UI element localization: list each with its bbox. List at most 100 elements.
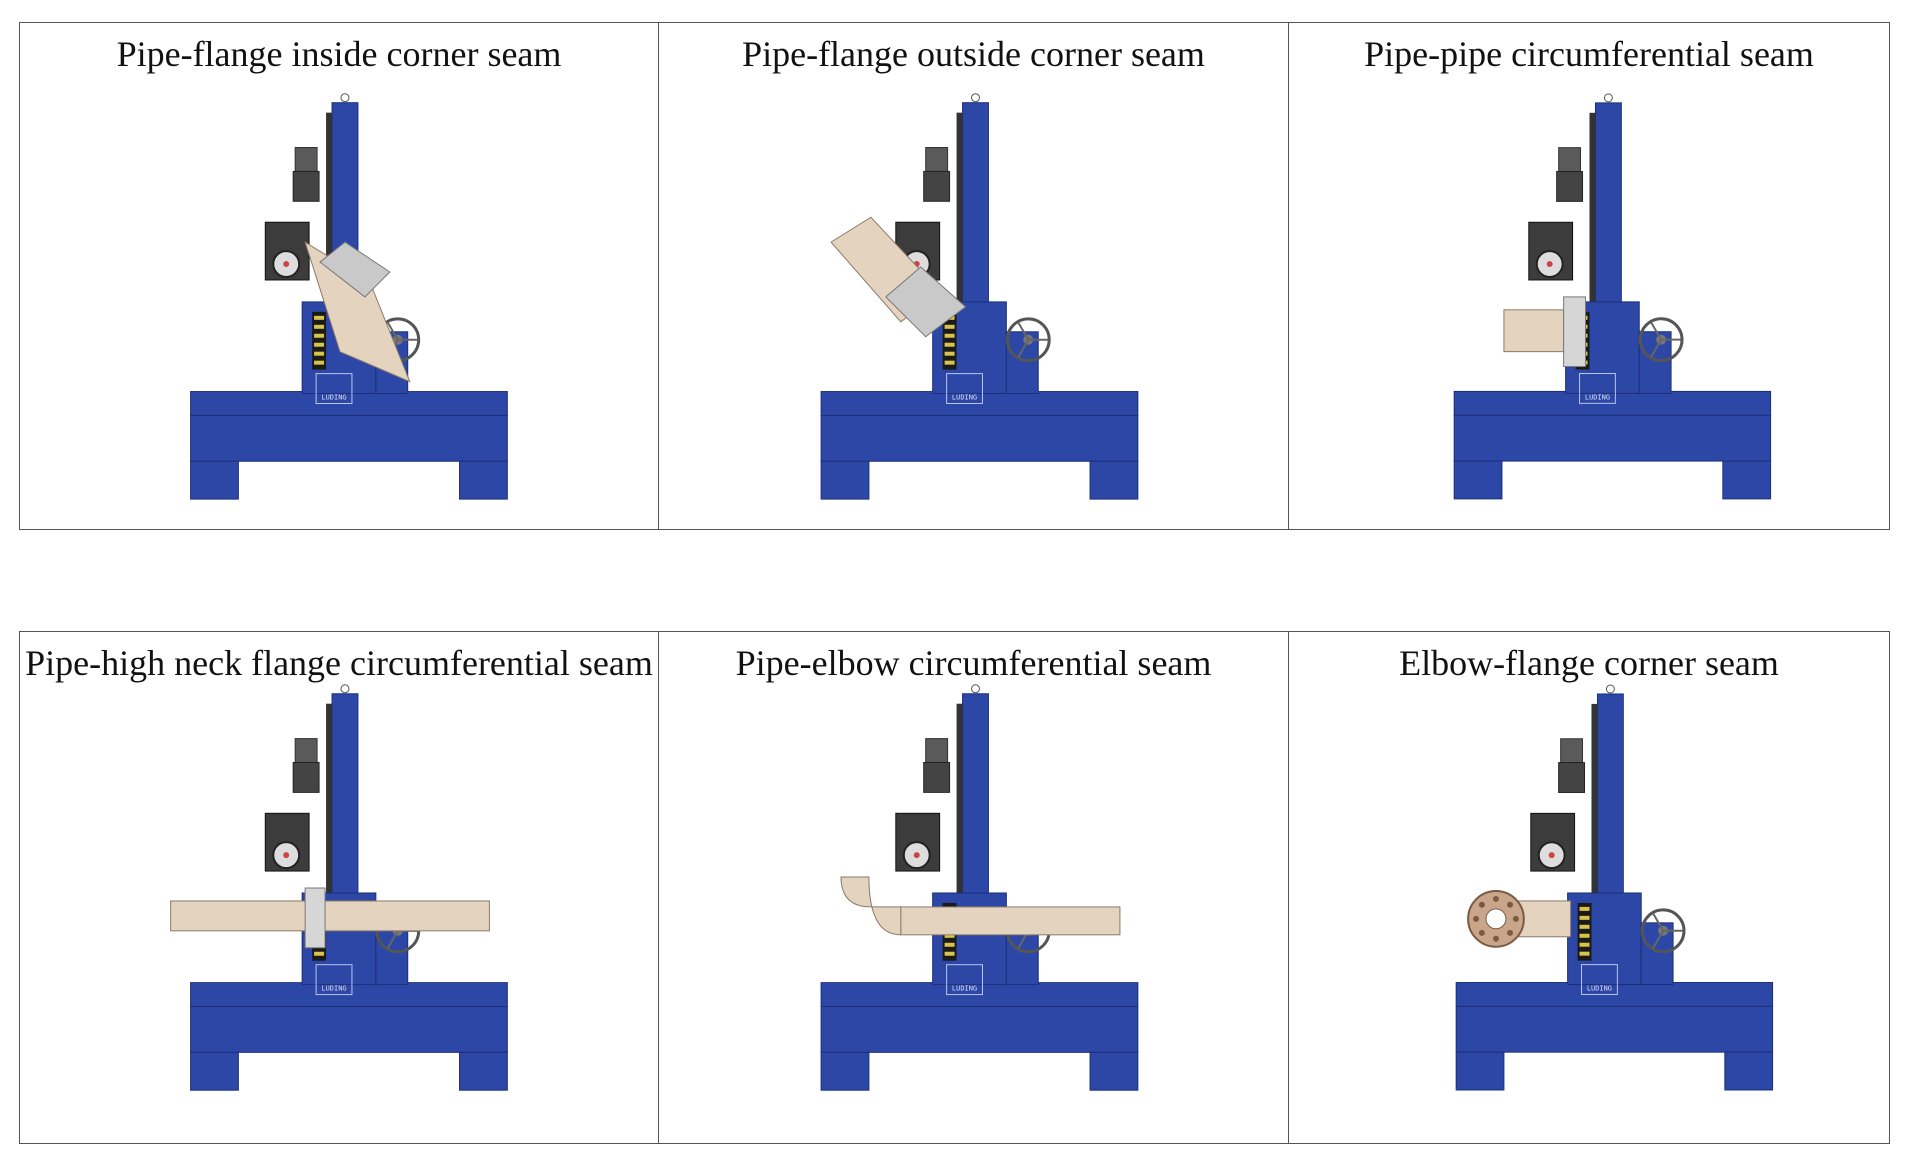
base-beam bbox=[190, 414, 508, 462]
panel-caption: Pipe-flange inside corner seam bbox=[116, 34, 562, 74]
flange-plate bbox=[319, 241, 391, 298]
base-beam bbox=[820, 414, 1139, 462]
base-right-foot bbox=[1724, 1051, 1774, 1091]
base-left-foot bbox=[820, 1051, 870, 1091]
base-beam bbox=[820, 1006, 1139, 1053]
flange-bolt-hole bbox=[1478, 901, 1485, 908]
logo-text: LUDING bbox=[952, 985, 977, 993]
control-indicator bbox=[314, 351, 325, 356]
flange-bolt-hole bbox=[1492, 895, 1499, 902]
panel-4: Pipe-high neck flange circumferential se… bbox=[20, 632, 658, 1143]
flange-bolt-hole bbox=[1478, 929, 1485, 936]
lifting-eye bbox=[340, 93, 350, 103]
logo-badge bbox=[1581, 964, 1618, 995]
positioner-illustration: LUDING bbox=[820, 684, 1139, 1091]
handwheel-icon bbox=[1005, 317, 1051, 363]
control-indicator bbox=[944, 342, 955, 347]
base-right-foot bbox=[459, 1051, 508, 1091]
base-left-foot bbox=[1453, 460, 1503, 500]
gearbox-side bbox=[1638, 331, 1672, 394]
logo-badge bbox=[1579, 373, 1616, 404]
motor-icon bbox=[294, 738, 318, 763]
control-indicator bbox=[944, 951, 955, 956]
flange-bolt-hole bbox=[1492, 935, 1499, 942]
handwheel-spoke bbox=[1650, 339, 1663, 358]
base-left-foot bbox=[820, 460, 870, 500]
motor-body bbox=[1556, 171, 1584, 202]
panel-caption: Pipe-elbow circumferential seam bbox=[735, 643, 1212, 683]
control-indicator bbox=[1579, 933, 1590, 938]
lifting-eye bbox=[971, 684, 980, 694]
control-indicator bbox=[314, 315, 325, 320]
control-indicator bbox=[944, 942, 955, 947]
handwheel-spoke bbox=[1017, 322, 1030, 341]
control-indicator bbox=[314, 333, 325, 338]
motor-icon bbox=[1560, 738, 1584, 764]
straight-pipe bbox=[900, 906, 1121, 936]
control-indicator bbox=[314, 360, 325, 365]
positioner-illustration: LUDING bbox=[1453, 93, 1772, 500]
logo-badge bbox=[946, 373, 983, 404]
chuck-center bbox=[283, 261, 290, 268]
long-pipe bbox=[170, 900, 490, 932]
control-indicator bbox=[944, 351, 955, 356]
chuck-center bbox=[283, 852, 290, 859]
flange-bolt-hole bbox=[1507, 929, 1514, 936]
column-rail bbox=[1589, 112, 1596, 382]
panel-2: Pipe-flange outside corner seam LUDING bbox=[658, 23, 1288, 529]
handwheel-spoke bbox=[1650, 321, 1663, 341]
motor-icon bbox=[925, 147, 949, 172]
control-indicator bbox=[944, 933, 955, 938]
handwheel-icon bbox=[1638, 317, 1684, 363]
control-indicator bbox=[944, 360, 955, 365]
chuck-center bbox=[1548, 852, 1555, 859]
flange-bore bbox=[1485, 908, 1507, 930]
panel-6: Elbow-flange corner seam LUDING bbox=[1288, 632, 1889, 1143]
motor-body bbox=[292, 170, 320, 202]
column-rail bbox=[956, 112, 963, 382]
panel-caption: Pipe-high neck flange circumferential se… bbox=[25, 643, 653, 683]
motor-body bbox=[1558, 762, 1586, 793]
gearbox-side bbox=[1005, 331, 1039, 395]
panel-3: Pipe-pipe circumferential seam LUDING bbox=[1288, 23, 1889, 529]
lifting-eye bbox=[1605, 684, 1615, 694]
base-left-foot bbox=[1455, 1051, 1505, 1091]
base-right-foot bbox=[1089, 1051, 1139, 1091]
motor-body bbox=[923, 170, 951, 202]
motor-icon bbox=[925, 738, 949, 763]
logo-badge bbox=[315, 964, 353, 996]
handwheel-spoke bbox=[1652, 913, 1664, 932]
control-indicator bbox=[1579, 951, 1590, 956]
panel-5: Pipe-elbow circumferential seam LUDING bbox=[658, 632, 1288, 1143]
logo-text: LUDING bbox=[1585, 393, 1610, 401]
positioner-illustration: LUDING bbox=[170, 684, 508, 1091]
motor-body bbox=[292, 761, 320, 793]
base-left-foot bbox=[190, 1051, 239, 1091]
control-indicator bbox=[314, 951, 325, 956]
base-beam bbox=[1453, 414, 1772, 462]
motor-icon bbox=[294, 147, 318, 172]
logo-badge bbox=[946, 964, 983, 996]
base-beam bbox=[190, 1006, 508, 1053]
logo-badge bbox=[315, 373, 353, 404]
flange-bolt-hole bbox=[1473, 915, 1480, 922]
pipe-clamp bbox=[1563, 296, 1587, 368]
base-right-foot bbox=[1089, 460, 1139, 500]
chuck-center bbox=[913, 852, 920, 859]
positioner-illustration: LUDING bbox=[190, 93, 508, 500]
control-indicator bbox=[1579, 906, 1590, 911]
logo-text: LUDING bbox=[1587, 984, 1612, 992]
positioner-illustration: LUDING bbox=[1455, 684, 1774, 1091]
elbow-pipe bbox=[840, 876, 902, 936]
flange-plate bbox=[885, 266, 967, 338]
bottom-row-grid: Pipe-high neck flange circumferential se… bbox=[19, 631, 1890, 1144]
handwheel-spoke bbox=[1017, 339, 1030, 358]
top-row-grid: Pipe-flange inside corner seam LUDING Pi… bbox=[19, 22, 1890, 530]
panel-caption: Pipe-flange outside corner seam bbox=[742, 34, 1205, 74]
panel-1: Pipe-flange inside corner seam LUDING bbox=[20, 23, 658, 529]
column-rail bbox=[326, 703, 333, 973]
base-right-foot bbox=[459, 460, 508, 500]
control-indicator bbox=[314, 324, 325, 329]
logo-text: LUDING bbox=[952, 394, 977, 402]
pipe-clamp bbox=[304, 887, 326, 949]
